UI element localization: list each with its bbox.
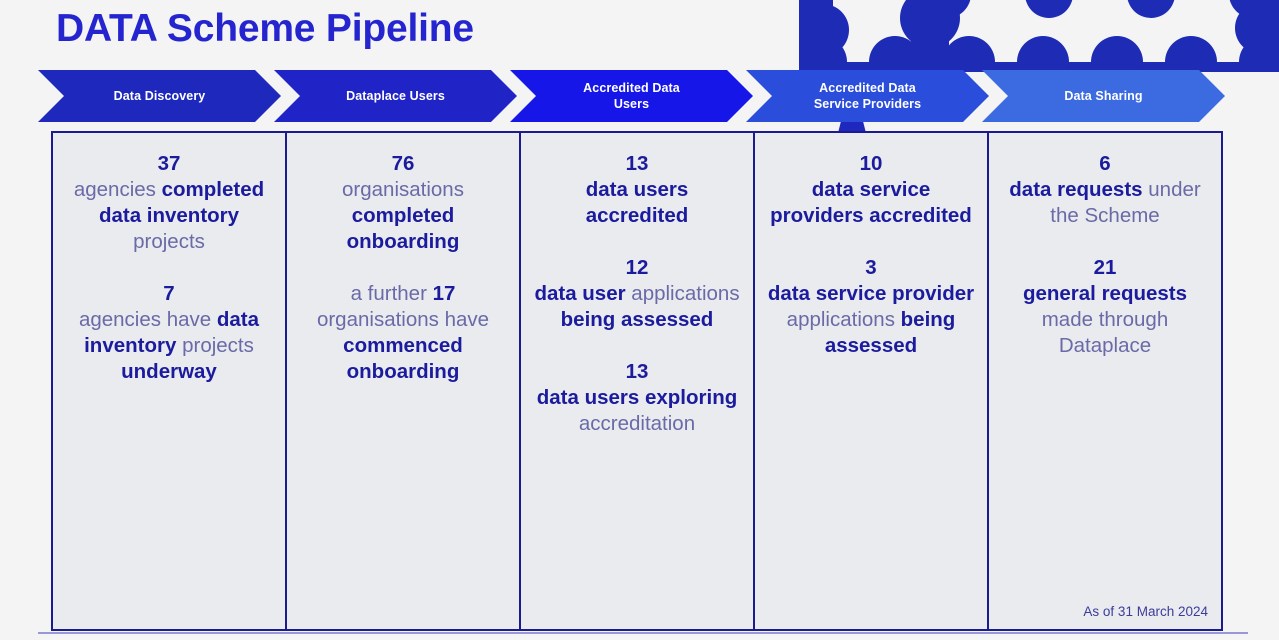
blob-shape (1229, 0, 1277, 18)
blob-shape (943, 36, 995, 72)
metric-text-emphasis: data user (534, 282, 626, 305)
metric-text: made through Dataplace (1041, 308, 1169, 357)
metric-text-emphasis: commenced onboarding (343, 334, 463, 383)
metric-text-emphasis: underway (121, 360, 217, 383)
metric-number: 13 (625, 152, 649, 175)
metric-text: agencies (73, 178, 156, 201)
metric-number: 21 (1093, 256, 1117, 279)
metric-text-emphasis: data inventory (84, 308, 260, 357)
metric-block: 10 data service providers accredited (767, 151, 975, 229)
blob-shape (923, 0, 971, 18)
metric-text: projects (133, 230, 205, 253)
blob-shape (799, 36, 847, 72)
blob-shape (799, 0, 833, 72)
stage-label-line-2: Service Providers (813, 97, 922, 111)
metric-block: 76 organisations completed onboarding (299, 151, 507, 255)
blob-shape (1025, 0, 1073, 18)
metric-block: 13 data users accredited (533, 151, 741, 229)
stage-label-line-2: Users (613, 97, 650, 111)
metric-number: 7 (163, 282, 175, 305)
stage-label-line-1: Accredited Data (583, 81, 680, 95)
metric-text: agencies have (78, 308, 212, 331)
blob-shape (1239, 36, 1279, 72)
metric-text-emphasis: general requests (1022, 282, 1188, 305)
panel-baseline-rule (38, 632, 1248, 634)
blob-shape (911, 0, 949, 68)
metric-text-emphasis: completed data inventory (98, 178, 265, 227)
metric-text: organisations (342, 178, 464, 201)
metrics-column-accredited-data-service-providers: 10 data service providers accredited 3 data… (755, 133, 989, 629)
metrics-column-data-sharing: 6 data requests under the Scheme 21 general… (989, 133, 1221, 629)
metric-number: 37 (157, 152, 181, 175)
metric-block: 3 data service provider applications bein… (767, 255, 975, 359)
metric-text-emphasis: data requests (1009, 178, 1143, 201)
metric-text: accreditation (578, 412, 696, 435)
metric-block: 6 data requests under the Scheme (1001, 151, 1209, 229)
metrics-column-accredited-data-users: 13 data users accredited 12 data user appli… (521, 133, 755, 629)
blob-shape (799, 4, 849, 56)
as-of-date-label: As of 31 March 2024 (1083, 604, 1208, 619)
metric-block: 21 general requests made through Dataplac… (1001, 255, 1209, 359)
pipeline-stage-strip: Data Discovery Dataplace Users Accredited … (38, 70, 1248, 122)
metric-text: applications (786, 308, 895, 331)
page-title: DATA Scheme Pipeline (56, 7, 474, 50)
blob-shape (1017, 36, 1069, 72)
metric-number: 6 (1099, 152, 1111, 175)
metric-block: 12 data user applications being assessed (533, 255, 741, 333)
metric-text: applications (631, 282, 740, 305)
metric-text: organisations have (316, 308, 490, 331)
metric-text-emphasis: data service providers accredited (770, 178, 972, 227)
metric-text-emphasis: data service provider (767, 282, 975, 305)
metric-text: a further (350, 282, 427, 305)
pipeline-stage-5[interactable]: Data Sharing (982, 70, 1225, 122)
metric-text: under the Scheme (1050, 178, 1201, 227)
metric-block: a further 17 organisations have commence… (299, 281, 507, 385)
blob-shape (1091, 36, 1143, 72)
pipeline-stage-2[interactable]: Dataplace Users (274, 70, 517, 122)
metric-text-emphasis: 17 (432, 282, 456, 305)
metric-text-emphasis: being assessed (824, 308, 956, 357)
metric-text-emphasis: completed onboarding (346, 204, 460, 253)
metric-block: 13 data users exploring accreditation (533, 359, 741, 437)
metric-number: 3 (865, 256, 877, 279)
metric-number: 76 (391, 152, 415, 175)
blob-shape (1127, 0, 1175, 18)
metric-text: projects (182, 334, 254, 357)
metric-text-emphasis: being assessed (560, 308, 714, 331)
stage-selected-tab-notch (838, 122, 866, 133)
blob-shape (1251, 0, 1279, 72)
stage-label-line-1: Accredited Data (819, 81, 916, 95)
metric-number: 12 (625, 256, 649, 279)
metric-number: 10 (859, 152, 883, 175)
metric-text-emphasis: data users accredited (585, 178, 689, 227)
blob-shape (1235, 2, 1279, 54)
pipeline-stage-label: Data Discovery (113, 89, 206, 103)
blob-shape (869, 36, 921, 72)
pipeline-stage-1[interactable]: Data Discovery (38, 70, 281, 122)
metric-number: 13 (625, 360, 649, 383)
pipeline-stage-label: Data Sharing (1064, 89, 1143, 103)
metric-text-emphasis: data users exploring (536, 386, 738, 409)
blob-shape (1165, 36, 1217, 72)
pipeline-stage-label: Dataplace Users (346, 89, 445, 103)
blob-shape (900, 0, 960, 48)
metric-block: 7 agencies have data inventory projects u… (65, 281, 273, 385)
decorative-blob-pattern (799, 0, 1279, 72)
metrics-column-dataplace-users: 76 organisations completed onboarding a fu… (287, 133, 521, 629)
